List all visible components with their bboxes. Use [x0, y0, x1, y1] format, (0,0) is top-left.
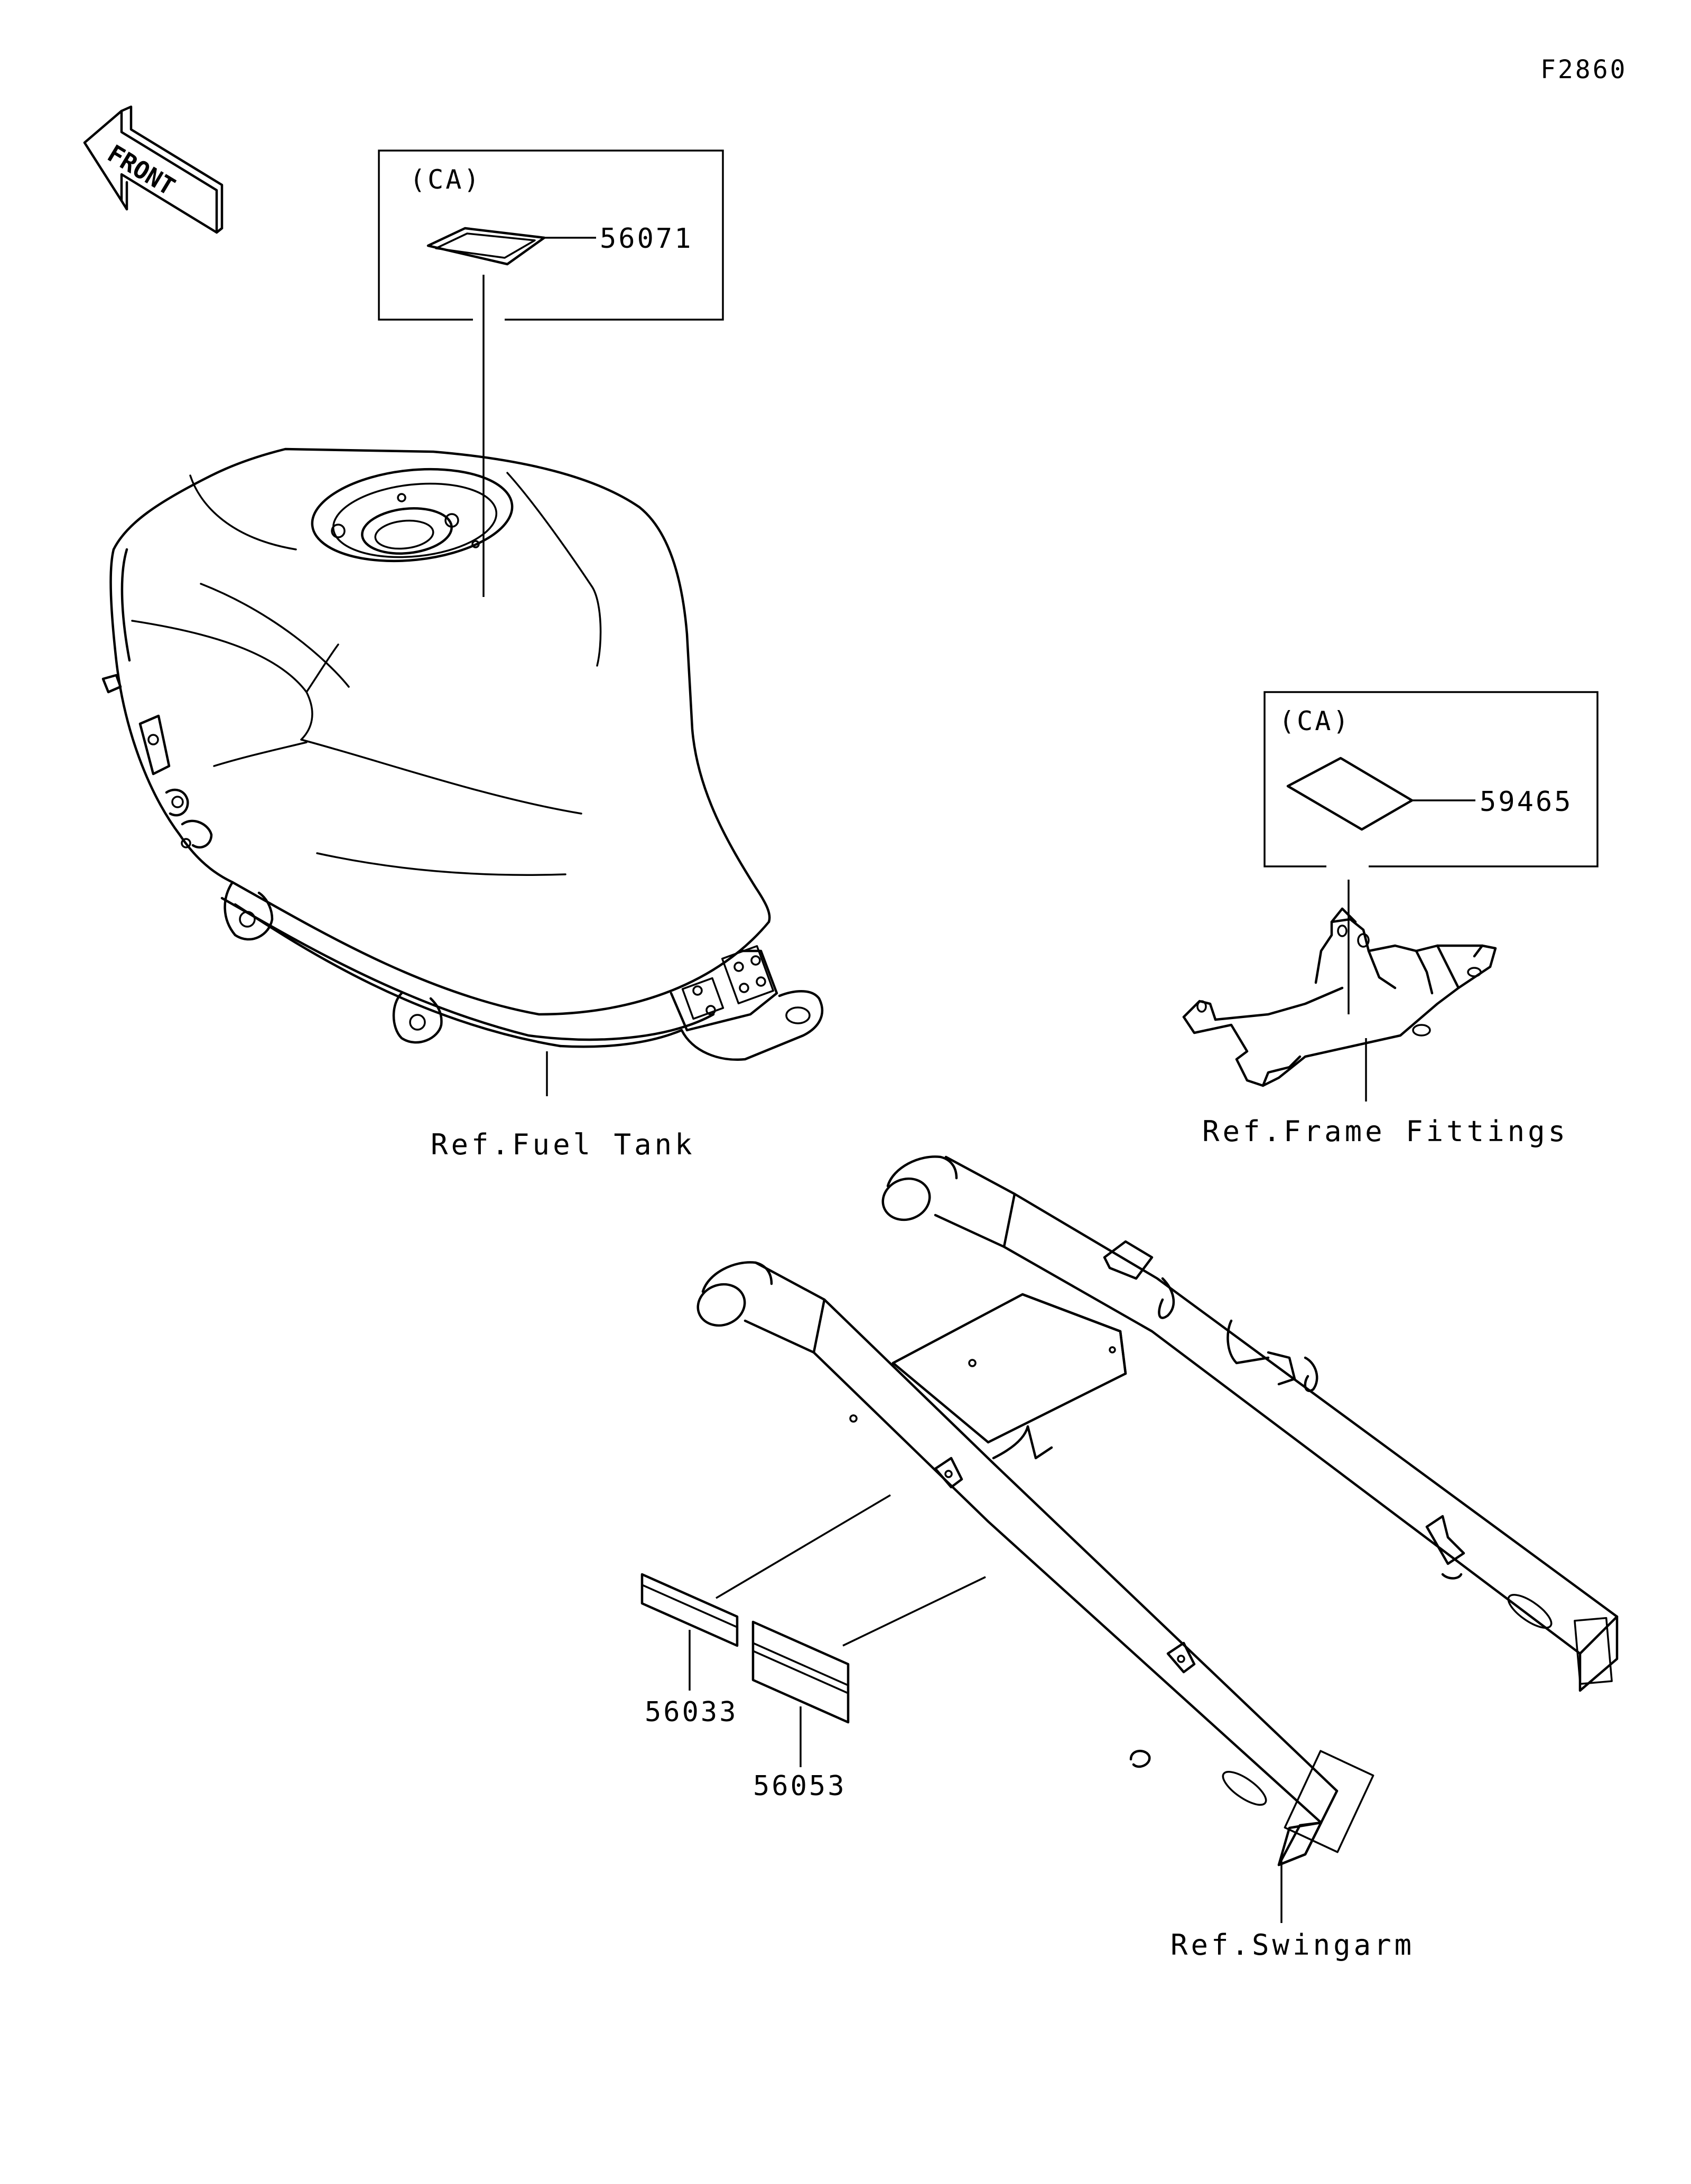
ref-frame-fittings: Ref.Frame Fittings	[1202, 1115, 1569, 1148]
frame-fitting-drawing	[1182, 907, 1497, 1102]
ca-tag-1: (CA)	[410, 164, 482, 195]
label-part-56033-drawing	[640, 1573, 739, 1691]
ca-box-56071	[378, 150, 724, 597]
front-direction-arrow-icon: FRONT	[83, 105, 224, 234]
part-number-56071: 56071	[600, 223, 693, 255]
fuel-tank-drawing	[101, 447, 824, 1096]
ref-swingarm: Ref.Swingarm	[1170, 1928, 1415, 1962]
part-number-56053: 56053	[753, 1770, 847, 1802]
swingarm-drawing	[696, 1155, 1619, 1923]
figure-code: F2860	[1540, 55, 1628, 85]
ca-tag-2: (CA)	[1279, 706, 1351, 736]
ref-fuel-tank: Ref.Fuel Tank	[431, 1128, 695, 1161]
label-part-56053-drawing	[751, 1620, 850, 1767]
ca-box-59465	[1263, 691, 1599, 1014]
part-number-56033: 56033	[645, 1696, 738, 1728]
part-number-59465: 59465	[1480, 786, 1573, 818]
